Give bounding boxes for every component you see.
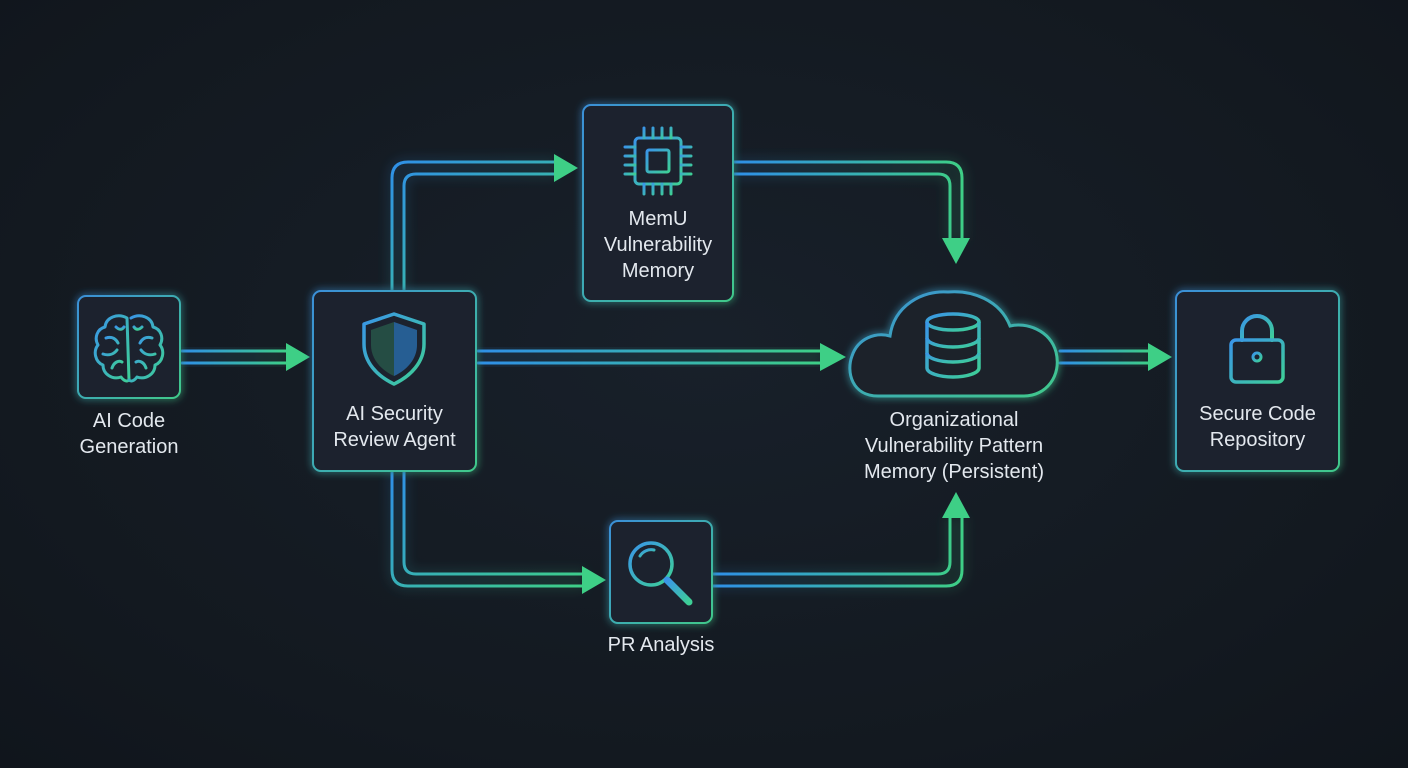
label-line: AI Security bbox=[346, 403, 443, 425]
label-line: Repository bbox=[1209, 429, 1306, 451]
connectors bbox=[180, 154, 1172, 594]
arrowhead bbox=[820, 343, 846, 371]
arrowhead bbox=[582, 566, 606, 594]
label-line: PR Analysis bbox=[607, 634, 715, 656]
label-line: Generation bbox=[79, 436, 179, 458]
edge-org-memory-to-repo bbox=[1058, 343, 1172, 371]
label-line: Review Agent bbox=[333, 429, 456, 451]
label-ai-code-generation: AI Code Generation bbox=[44, 408, 214, 460]
label-line: MemU bbox=[628, 208, 688, 230]
edge-memu-to-org-memory bbox=[732, 160, 970, 264]
database-icon bbox=[925, 312, 981, 379]
edge-review-to-memu bbox=[390, 154, 578, 294]
edge-codegen-to-review bbox=[180, 343, 310, 371]
node-org-vulnerability-pattern-memory bbox=[848, 290, 1059, 398]
edge-review-to-org-memory bbox=[476, 343, 846, 371]
edge-review-to-pr bbox=[390, 470, 606, 594]
arrowhead bbox=[942, 492, 970, 518]
edge-pr-to-org-memory bbox=[710, 492, 970, 588]
label-line: Secure Code bbox=[1199, 403, 1316, 425]
cloud-icon bbox=[848, 290, 1059, 398]
chip-icon bbox=[623, 126, 693, 196]
brain-icon bbox=[93, 314, 165, 383]
node-secure-code-repository bbox=[1175, 290, 1340, 472]
label-line: Organizational bbox=[889, 409, 1019, 431]
label-org-vulnerability-pattern-memory: Organizational Vulnerability Pattern Mem… bbox=[834, 407, 1074, 485]
node-pr-analysis bbox=[609, 520, 713, 624]
magnifier-icon bbox=[628, 541, 693, 606]
arrowhead bbox=[286, 343, 310, 371]
label-line: Memory bbox=[621, 260, 695, 282]
label-memu-vulnerability-memory: MemU Vulnerability Memory bbox=[583, 206, 733, 284]
node-ai-code-generation bbox=[77, 295, 181, 399]
arrowhead bbox=[942, 238, 970, 264]
lock-icon bbox=[1229, 314, 1285, 384]
label-pr-analysis: PR Analysis bbox=[571, 632, 751, 658]
node-ai-security-review-agent bbox=[312, 290, 477, 472]
label-line: Vulnerability Pattern bbox=[864, 435, 1044, 457]
label-line: Memory (Persistent) bbox=[863, 461, 1045, 483]
arrowhead bbox=[554, 154, 578, 182]
arrowhead bbox=[1148, 343, 1172, 371]
label-secure-code-repository: Secure Code Repository bbox=[1176, 401, 1339, 453]
label-line: AI Code bbox=[92, 410, 166, 432]
label-line: Vulnerability bbox=[603, 234, 713, 256]
shield-icon bbox=[362, 312, 426, 386]
node-memu-vulnerability-memory bbox=[582, 104, 734, 302]
label-ai-security-review-agent: AI Security Review Agent bbox=[313, 401, 476, 453]
